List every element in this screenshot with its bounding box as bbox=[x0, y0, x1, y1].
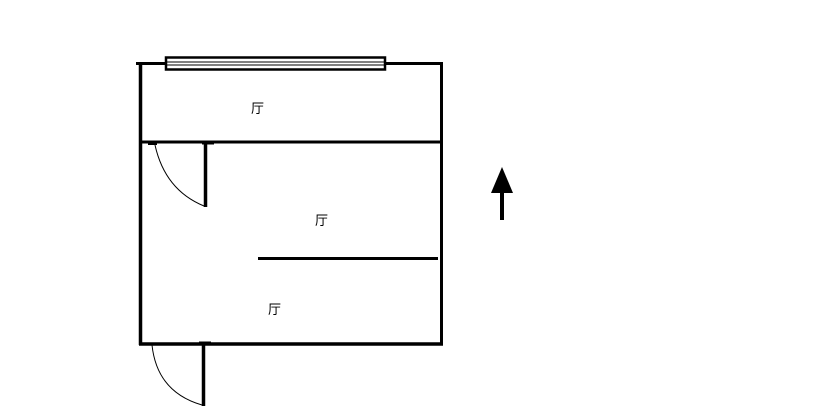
north-arrow-icon bbox=[491, 167, 513, 220]
room-label-top: 厅 bbox=[251, 102, 264, 117]
door-swing-arc bbox=[151, 344, 203, 406]
door-entrance bbox=[151, 341, 211, 406]
room-label-middle: 厅 bbox=[315, 214, 328, 229]
window bbox=[164, 56, 387, 71]
room-label-bottom: 厅 bbox=[268, 303, 281, 318]
door-upper bbox=[148, 142, 214, 207]
door-swing-arc bbox=[154, 144, 205, 207]
walls bbox=[136, 62, 443, 346]
